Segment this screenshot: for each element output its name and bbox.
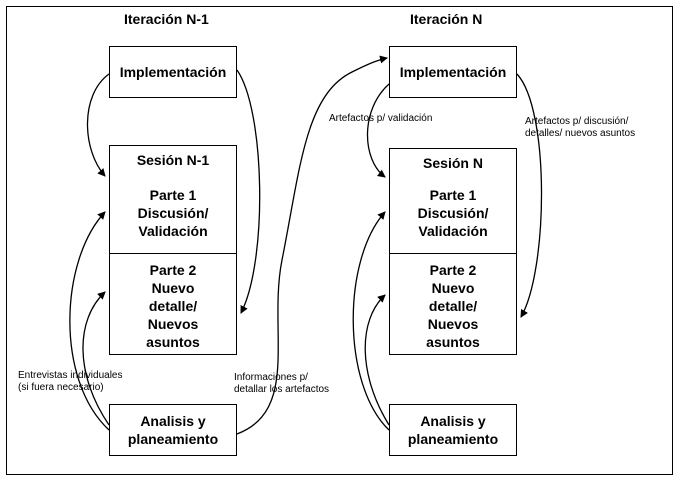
arrow-impl-to-part2-n bbox=[516, 73, 543, 318]
arrow-analysis-to-part2-inner-n-minus-1 bbox=[82, 291, 110, 426]
session-box-n: Sesión N Parte 1 Discusión/ Validación P… bbox=[389, 148, 517, 355]
implementation-label-n: Implementación bbox=[399, 64, 507, 80]
implementation-box-n: Implementación bbox=[389, 46, 517, 98]
arrow-impl-to-part2-n-minus-1 bbox=[236, 69, 261, 314]
part2-label-n: Parte 2 Nuevo detalle/ Nuevos asuntos bbox=[426, 262, 480, 350]
implementation-box-n-minus-1: Implementación bbox=[109, 46, 237, 98]
part1-label-n: Parte 1 Discusión/ Validación bbox=[417, 187, 489, 239]
diagram-frame bbox=[6, 6, 673, 475]
session-divider-n-minus-1 bbox=[110, 253, 236, 254]
arrow-analysis-to-next-impl bbox=[236, 55, 388, 435]
interviews-note: Entrevistas individuales (si fuera neces… bbox=[18, 370, 123, 393]
arrow-analysis-to-part1-outer-n-minus-1 bbox=[69, 211, 110, 431]
session-box-n-minus-1: Sesión N-1 Parte 1 Discusión/ Validación… bbox=[109, 145, 237, 355]
discussion-artifacts-note: Artefactos p/ discusión/ detalles/ nuevo… bbox=[525, 116, 636, 139]
analysis-label-n-minus-1: Analisis y planeamiento bbox=[127, 413, 219, 447]
session-label-n: Sesión N bbox=[423, 155, 483, 171]
arrow-impl-to-session-n bbox=[366, 83, 390, 178]
part2-label-n-minus-1: Parte 2 Nuevo detalle/ Nuevos asuntos bbox=[146, 262, 200, 350]
analysis-label-n: Analisis y planeamiento bbox=[407, 413, 499, 447]
session-divider-n bbox=[390, 253, 516, 254]
implementation-label-n-minus-1: Implementación bbox=[119, 64, 227, 80]
iteration-n-minus-1-title: Iteración N-1 bbox=[124, 11, 209, 27]
part1-label-n-minus-1: Parte 1 Discusión/ Validación bbox=[137, 187, 209, 239]
arrow-analysis-to-part2-inner-n bbox=[364, 294, 390, 426]
analysis-box-n: Analisis y planeamiento bbox=[389, 404, 517, 456]
session-label-n-minus-1: Sesión N-1 bbox=[136, 152, 210, 168]
arrow-impl-to-session-n-minus-1 bbox=[86, 73, 110, 177]
analysis-box-n-minus-1: Analisis y planeamiento bbox=[109, 404, 237, 456]
validation-artifacts-note: Artefactos p/ validación bbox=[329, 113, 433, 124]
iteration-n-title: Iteración N bbox=[410, 11, 483, 27]
arrow-analysis-to-part1-outer-n bbox=[352, 211, 390, 431]
information-note: Informaciones p/ detallar los artefactos bbox=[234, 372, 330, 395]
